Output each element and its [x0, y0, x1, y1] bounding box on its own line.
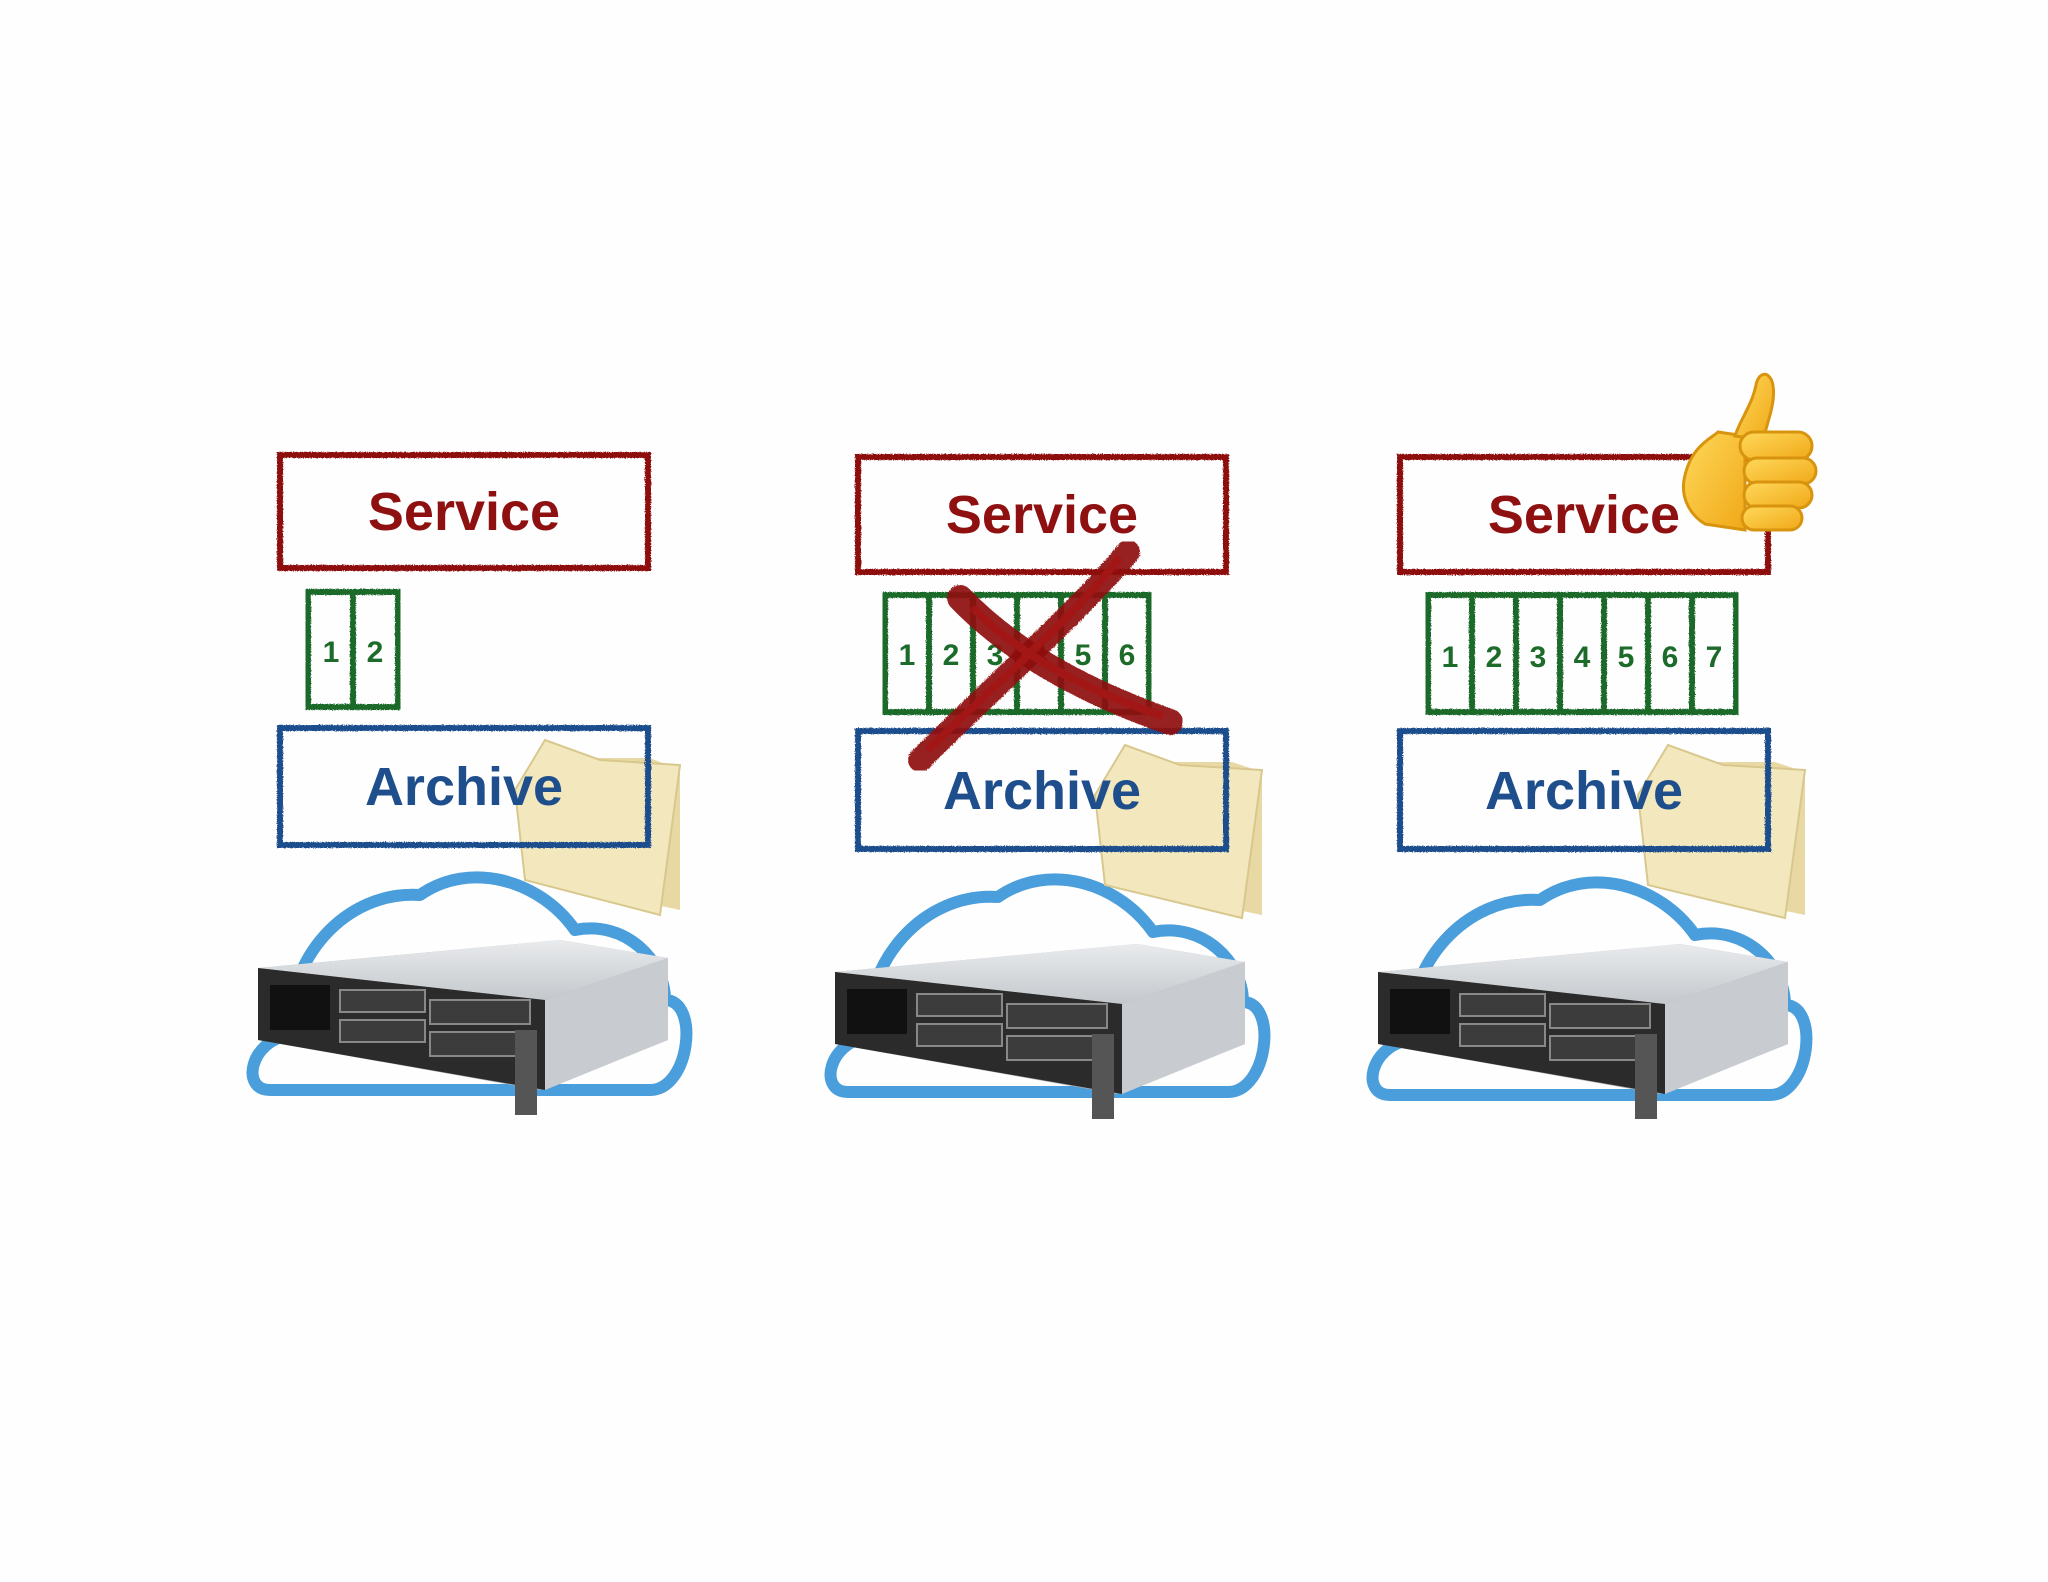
rack-server-icon [1378, 944, 1788, 1119]
service-label: Service [1488, 485, 1680, 545]
slot-number: 6 [1119, 639, 1136, 672]
red-x-cross-icon [908, 540, 1183, 772]
archive-box [277, 725, 651, 848]
panel-2: Service 1 2 3 4 5 6 Archive [824, 454, 1271, 1119]
service-box [277, 452, 651, 571]
rack-server-icon [835, 944, 1245, 1119]
archive-label: Archive [365, 757, 563, 817]
service-label: Service [368, 482, 560, 542]
slot-number: 2 [367, 636, 384, 669]
slot-number: 1 [1442, 641, 1459, 674]
archive-label: Archive [943, 761, 1141, 821]
archive-box [1397, 728, 1771, 852]
archive-box [855, 728, 1229, 852]
service-label: Service [946, 485, 1138, 545]
panel-1: Service 1 2 Archive [246, 452, 693, 1115]
slot-group: 1 2 3 4 5 6 7 [1425, 592, 1739, 715]
panel-3: Service 1 2 3 4 5 6 7 Archive [1366, 373, 1818, 1119]
slot-number: 2 [1486, 641, 1503, 674]
archive-label: Archive [1485, 761, 1683, 821]
slot-number: 5 [1618, 641, 1635, 674]
slot-number: 3 [1530, 641, 1547, 674]
slot [1689, 592, 1739, 715]
slot-group: 1 2 [305, 589, 401, 710]
thumbs-up-icon [1681, 373, 1818, 532]
slot-number: 7 [1706, 641, 1723, 674]
slot-number: 1 [899, 639, 916, 672]
folder-icon [1093, 743, 1264, 920]
slot-number: 2 [943, 639, 960, 672]
rack-server-icon [258, 940, 668, 1115]
folder-icon [513, 738, 682, 917]
folder-icon [1636, 743, 1807, 920]
slot-number: 1 [323, 636, 340, 669]
slot-number: 6 [1662, 641, 1679, 674]
slot [350, 589, 401, 710]
slot-number: 5 [1075, 639, 1092, 672]
service-box [855, 454, 1229, 575]
slot-number: 4 [1574, 641, 1591, 674]
